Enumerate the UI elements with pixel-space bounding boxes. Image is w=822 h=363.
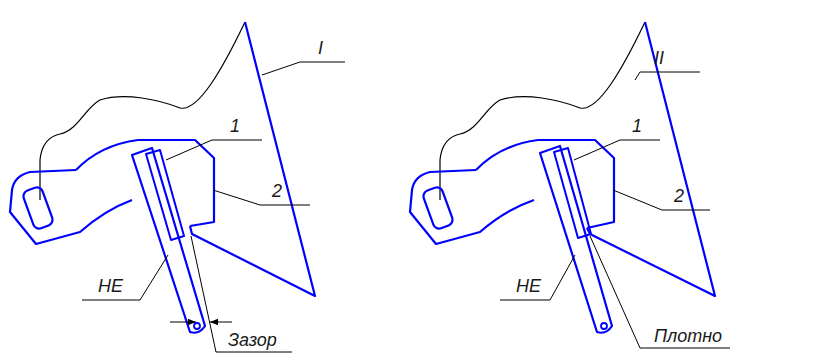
- figure-two: [410, 22, 730, 348]
- fit-note: Зазор: [226, 330, 279, 350]
- leader-line: [613, 190, 710, 210]
- leader-line: [574, 140, 660, 160]
- callout-label: I: [316, 38, 325, 58]
- extension-line: [191, 236, 216, 352]
- leader-line: [500, 255, 575, 300]
- leader-line: [82, 255, 168, 300]
- callout-label: НЕ: [96, 276, 125, 296]
- insert-plate: [146, 150, 184, 240]
- fit-note: Плотно: [652, 326, 724, 346]
- lever-pin: [601, 323, 607, 329]
- dimension-arrow: [210, 322, 232, 323]
- lever-pin: [194, 323, 200, 329]
- callout-label: НЕ: [514, 276, 543, 296]
- leader-line: [166, 140, 262, 160]
- leader-line: [590, 236, 730, 348]
- figure-one: [10, 22, 345, 352]
- slot-hole: [422, 186, 454, 230]
- dimension-arrow: [170, 322, 196, 323]
- callout-label: 1: [228, 116, 242, 136]
- mounting-lug: [410, 170, 534, 244]
- lever-blade: [540, 146, 612, 333]
- leader-line: [635, 72, 700, 80]
- callout-label: 2: [672, 186, 686, 206]
- insert-plate: [554, 148, 591, 238]
- mounting-lug: [10, 170, 132, 244]
- lever-blade: [132, 148, 205, 333]
- slot-hole: [22, 186, 54, 230]
- leader-line: [213, 190, 310, 205]
- leader-line: [262, 62, 345, 75]
- callout-label: 1: [630, 116, 644, 136]
- leader-shelf: [216, 352, 292, 353]
- callout-label: II: [652, 48, 666, 68]
- callout-label: 2: [270, 181, 284, 201]
- body-edge: [587, 22, 715, 296]
